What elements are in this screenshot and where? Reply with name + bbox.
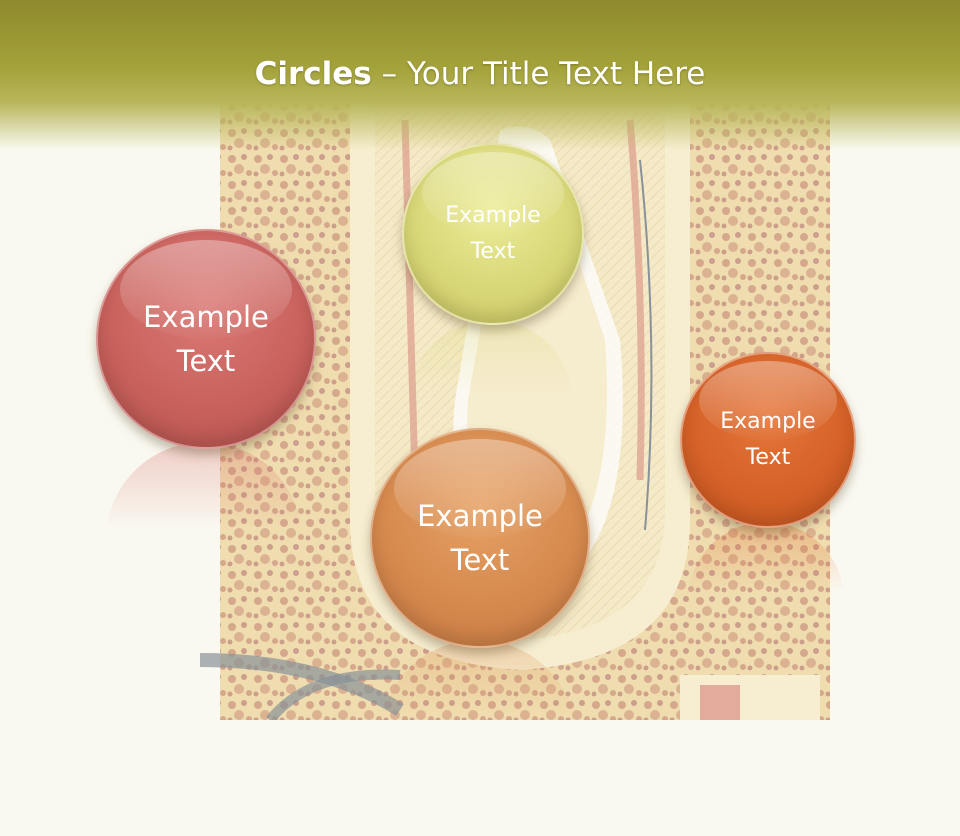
slide-title: Circles – Your Title Text Here	[0, 52, 960, 96]
red-circle[interactable]: Example Text	[96, 229, 316, 449]
dark-orange-circle-line-2: Text	[745, 445, 791, 470]
orange-circle-text: Example Text	[417, 494, 543, 582]
yellow-circle-line-2: Text	[470, 239, 516, 264]
title-banner: Circles – Your Title Text Here	[0, 0, 960, 150]
dark-orange-circle-reflection	[688, 522, 844, 678]
yellow-circle-text: Example Text	[445, 198, 540, 270]
orange-circle-reflection	[380, 640, 576, 836]
yellow-circle-line-1: Example	[445, 203, 541, 228]
dark-orange-circle-line-1: Example	[720, 409, 816, 434]
orange-circle-line-2: Text	[450, 543, 510, 577]
dark-orange-circle-text: Example Text	[720, 404, 815, 476]
slide-title-rest: – Your Title Text Here	[371, 56, 706, 92]
red-circle-text: Example Text	[143, 295, 269, 383]
dark-orange-circle[interactable]: Example Text	[680, 352, 856, 528]
red-circle-line-1: Example	[143, 300, 269, 334]
orange-circle-line-1: Example	[417, 499, 543, 533]
red-circle-line-2: Text	[176, 344, 236, 378]
slide-title-bold: Circles	[254, 56, 372, 92]
red-circle-reflection	[106, 442, 302, 638]
orange-circle[interactable]: Example Text	[370, 428, 590, 648]
yellow-circle[interactable]: Example Text	[402, 143, 584, 325]
